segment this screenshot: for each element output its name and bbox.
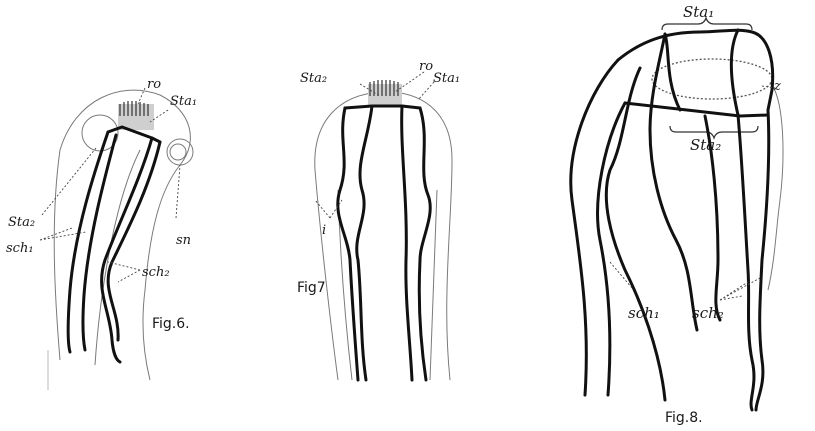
fig7-right-cord-a (402, 106, 412, 380)
fig8-label-sta1: Sta₁ (683, 3, 714, 21)
fig6-ro-hatching (118, 101, 154, 130)
fig7-ro-hatching (368, 80, 402, 106)
fig6-caption: Fig.6. (152, 316, 190, 332)
fig6-label-ro: ro (147, 77, 161, 92)
fig7-right-cord-b (419, 108, 430, 380)
fig8-head-inner-left (665, 34, 680, 110)
fig7-caption: Fig7 (297, 280, 326, 296)
fig6-body-outline (54, 90, 190, 380)
fig6-sn-leader (176, 165, 180, 218)
fig6-cell-sn-inner (170, 144, 186, 160)
fig6-label-sta1: Sta₁ (170, 94, 197, 109)
figure-8: Sta₁ Sta₂ z sch₁ sch₂ Fig.8. (571, 3, 783, 426)
fig6-sch1-outer (68, 132, 108, 352)
fig7-sta1-leader (418, 82, 434, 100)
fig6-label-sch1: sch₁ (6, 241, 34, 256)
fig8-label-z: z (773, 79, 781, 94)
fig6-label-sn: sn (176, 233, 191, 248)
fig8-sch2-b (756, 110, 769, 410)
fig8-label-sta2: Sta₂ (690, 136, 721, 154)
fig6-cell-sn (167, 139, 193, 165)
fig7-label-i: i (322, 223, 326, 238)
fig6-label-sta2: Sta₂ (8, 215, 35, 230)
fig8-label-sch1: sch₁ (628, 304, 660, 322)
fig7-label-sta1: Sta₁ (433, 71, 460, 86)
fig7-label-ro: ro (419, 59, 433, 74)
fig7-label-sta2: Sta₂ (300, 71, 327, 86)
fig8-left-cord-b (598, 103, 625, 395)
fig7-body-inner-right (430, 190, 437, 380)
fig8-head-inner-right (731, 30, 738, 115)
figure-7: Sta₂ ro Sta₁ i Fig7 (297, 59, 460, 380)
fig6-label-sch2: sch₂ (142, 265, 170, 280)
fig8-head-crossbar (625, 103, 768, 116)
fig6-sch2-a (102, 138, 152, 362)
fig6-sch2-b (108, 142, 160, 340)
fig7-ro-leader (395, 72, 424, 92)
fig8-sch2-leader (720, 278, 760, 300)
fig6-sta2-leader (42, 148, 96, 215)
fig8-left-cord-c (606, 68, 665, 400)
fig8-sch2-a (738, 115, 754, 410)
fig8-body-outline (768, 82, 783, 290)
fig7-commissure (345, 106, 420, 108)
fig6-sch2-leader (108, 262, 140, 282)
fig8-caption: Fig.8. (665, 410, 703, 426)
fig7-left-cord-b (357, 106, 372, 380)
fig8-left-cord-d (650, 34, 697, 330)
fig8-label-sch2: sch₂ (692, 304, 724, 322)
figure-6: ro Sta₁ Sta₂ sn sch₁ sch₂ Fig.6. (6, 77, 197, 380)
fig8-head-left (618, 30, 773, 110)
